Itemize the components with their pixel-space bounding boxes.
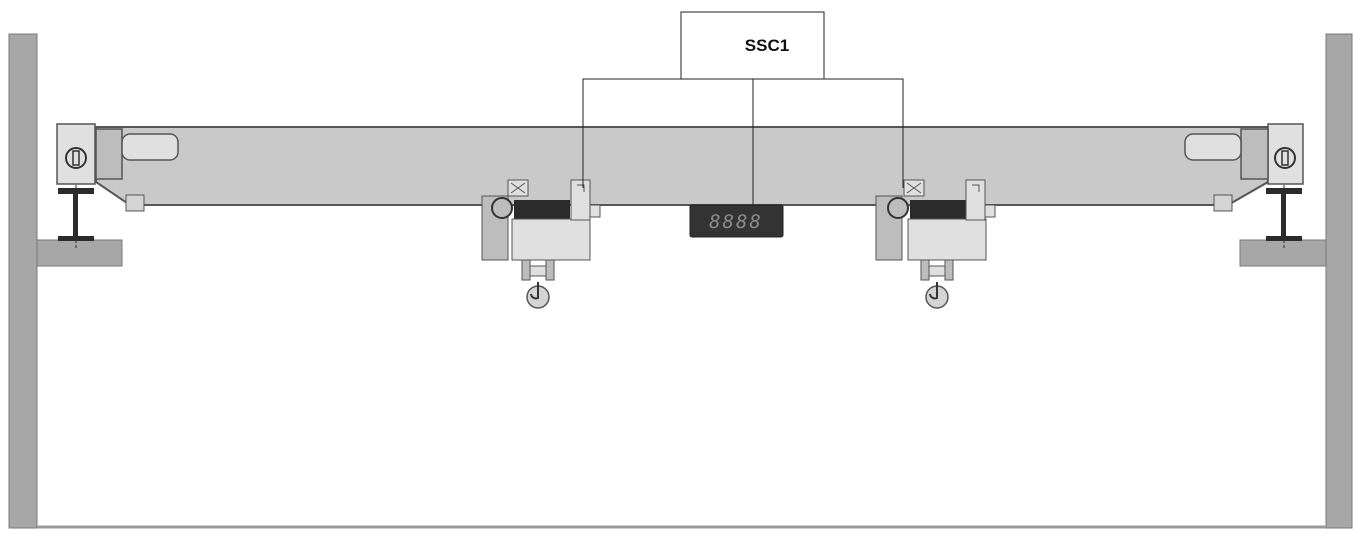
right-drive-motor <box>1240 128 1269 180</box>
building-structure <box>8 33 1353 529</box>
right-hook-icon <box>925 282 949 309</box>
left-hook-icon <box>526 282 550 309</box>
right-hoist-trolley <box>875 179 996 309</box>
controller-label: SSC1 <box>745 36 789 55</box>
right-end-truck <box>1184 123 1304 185</box>
load-display: 8888 <box>689 204 784 238</box>
left-drive-motor <box>95 128 123 180</box>
left-end-truck <box>56 123 179 185</box>
right-wheel-icon <box>1274 147 1296 169</box>
display-readout: 8888 <box>709 211 763 233</box>
right-runway-rail <box>1266 180 1302 250</box>
bridge-girder <box>95 126 1269 212</box>
left-runway-rail <box>58 180 94 250</box>
left-wheel-icon <box>65 147 87 169</box>
controller-box: SSC1 <box>680 11 825 80</box>
right-wall <box>1325 33 1353 529</box>
left-wall <box>8 33 38 529</box>
left-hoist-drum-icon <box>491 197 513 219</box>
right-hoist-drum-icon <box>887 197 909 219</box>
left-hoist-trolley <box>481 179 601 309</box>
left-runway-bracket <box>36 239 123 267</box>
right-runway-bracket <box>1239 239 1327 267</box>
